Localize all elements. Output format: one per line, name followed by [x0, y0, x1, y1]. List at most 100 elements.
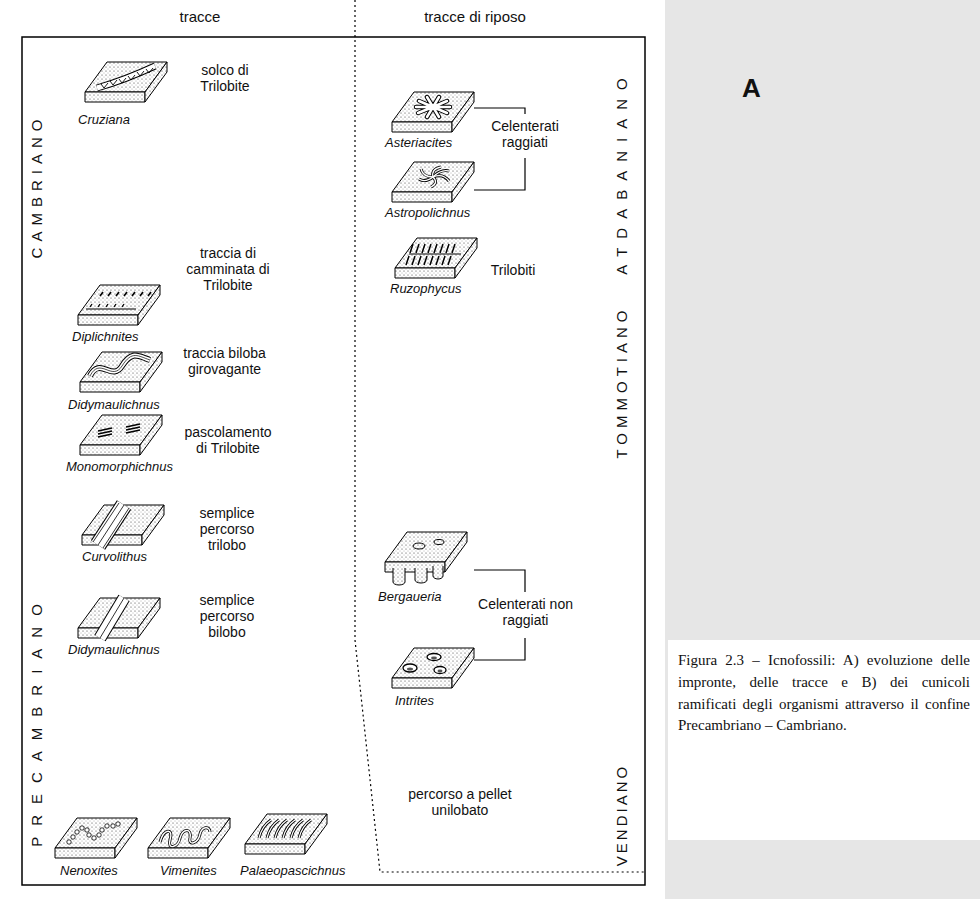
frame [22, 37, 645, 885]
trace-description: Celenterati raggiati [480, 118, 570, 150]
drawing-part [160, 828, 210, 847]
period-label: CAMBRIANO [28, 114, 45, 259]
drawing-part [434, 540, 444, 545]
drawing-part [403, 654, 446, 674]
ichnogenus-name: Curvolithus [82, 550, 147, 565]
drawing-part [393, 568, 405, 585]
trace-cruziana [85, 62, 167, 102]
side-panel [665, 0, 980, 899]
drawing-part [90, 304, 124, 307]
drawing-part [409, 254, 461, 255]
trace-bergaueria [385, 532, 467, 585]
drawing-part [78, 285, 160, 325]
drawing-part [90, 356, 150, 377]
drawing-part [427, 654, 441, 661]
drawing-part [85, 62, 167, 102]
drawing-part [100, 292, 151, 296]
trace-vimenites [148, 818, 230, 858]
drawing-part [97, 66, 155, 88]
ichnogenus-name: Ruzophycus [390, 282, 462, 297]
period-label: PRECAMBRIANO [28, 593, 45, 847]
drawing-part [406, 256, 451, 265]
drawing-part [415, 568, 427, 583]
period-label: TOMMOTIANO [613, 305, 630, 458]
trace-description: semplice percorso bilobo [182, 592, 272, 640]
drawing-part [111, 824, 115, 828]
drawing-part [438, 670, 443, 673]
drawing-part [97, 66, 155, 88]
drawing-part [148, 818, 230, 858]
trace-description: Trilobiti [478, 262, 548, 278]
drawing-part [407, 668, 413, 671]
ichnogenus-name: Cruziana [78, 113, 130, 128]
drawing-part [67, 840, 71, 844]
drawing-part [259, 820, 311, 838]
ichnogenus-name: Asteriacites [385, 136, 452, 151]
drawing-part [385, 532, 467, 572]
drawing-part [97, 833, 101, 837]
drawing-part [80, 352, 162, 392]
drawing-part [421, 169, 433, 177]
drawing-part [434, 667, 446, 674]
trace-asteriacites [392, 92, 474, 132]
drawing-part [393, 566, 443, 585]
trace-curvolithus [82, 503, 164, 548]
drawing-part [98, 424, 140, 437]
trace-astropolichnus [392, 162, 474, 202]
drawing-part [259, 820, 311, 838]
ichnogenus-name: Bergaueria [378, 590, 442, 605]
trace-description: traccia di camminata di Trilobite [178, 245, 278, 293]
trace-description: pascolamento di Trilobite [178, 424, 278, 456]
panel-letter: A [742, 74, 761, 104]
trace-palaeopascichnus [245, 814, 327, 854]
drawing-part [431, 657, 437, 660]
ichnogenus-name: Nenoxites [60, 864, 118, 879]
ichnogenus-name: Didymaulichnus [68, 398, 160, 413]
drawing-part [80, 415, 162, 455]
trace-didymaulichnus [80, 352, 162, 392]
drawing-part [85, 828, 89, 832]
trace-intrites [392, 648, 474, 688]
drawing-part [421, 169, 433, 177]
drawing-part [100, 598, 124, 638]
drawing-part [160, 828, 210, 847]
drawing-part [416, 97, 450, 117]
drawing-part [419, 167, 449, 187]
column-header: tracce [140, 8, 260, 25]
drawing-part [75, 830, 79, 834]
drawing-part [90, 356, 150, 377]
drawing-part [116, 822, 120, 826]
trace-description: traccia biloba girovagante [182, 345, 267, 377]
trace-ruzophycus [395, 238, 477, 278]
trace-nenoxites [55, 818, 137, 858]
ichnogenus-name: Astropolichnus [385, 206, 470, 221]
drawing-part [82, 505, 164, 545]
trace-didymaulichnus [78, 598, 160, 638]
trace-description: percorso a pellet unilobato [395, 786, 525, 818]
drawing-part [100, 598, 124, 638]
drawing-part [403, 664, 417, 672]
drawing-part [413, 543, 425, 549]
trace-description: solco di Trilobite [180, 62, 270, 94]
drawing-part [101, 68, 153, 88]
drawing-part [433, 566, 443, 579]
drawing-part [419, 167, 449, 187]
drawing-part [410, 244, 455, 253]
drawing-part [92, 836, 96, 840]
period-label: VENDIANO [613, 764, 630, 866]
trace-monomorphichnus [80, 415, 162, 455]
figure-caption: Figura 2.3 – Icnofossili: A) evoluzione … [678, 650, 970, 737]
drawing-part [80, 826, 84, 830]
drawing-part [100, 598, 124, 638]
ichnogenus-name: Vimenites [160, 864, 217, 879]
trace-description: Celenterati non raggiati [478, 596, 573, 628]
drawing-part [90, 356, 150, 377]
drawing-part [245, 814, 327, 854]
drawing-part [413, 540, 444, 550]
drawing-part [392, 162, 474, 202]
caption-box [668, 640, 980, 840]
column-header: tracce di riposo [405, 8, 545, 25]
drawing-part [392, 648, 474, 688]
drawing-part [86, 309, 136, 310]
